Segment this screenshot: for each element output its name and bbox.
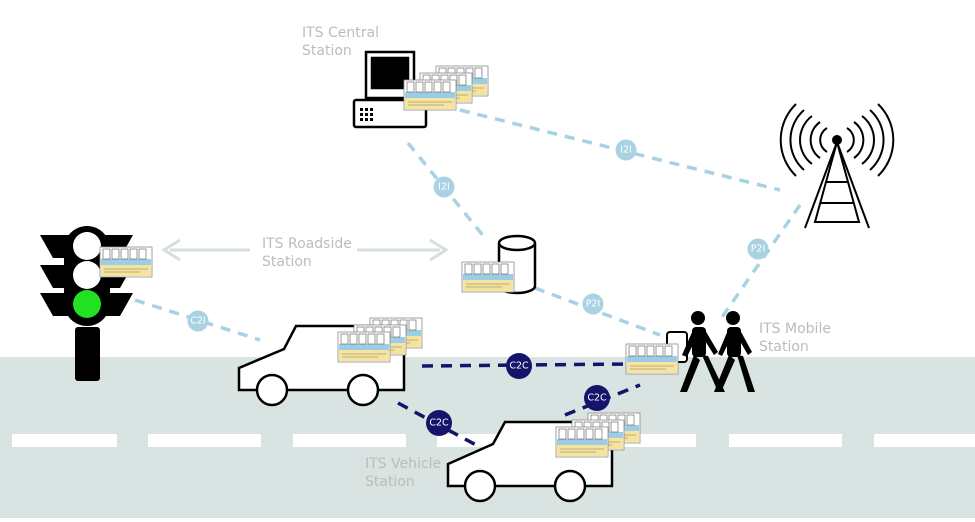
svg-text:C2C: C2C [429,418,449,429]
badge-roadside-mobile: P2I [582,293,604,315]
badge-tower-mobile: P2I [747,238,769,260]
badge-central-tower: I2I [615,139,637,161]
its-module-icon [338,318,422,362]
badge-trafficlight-car: C2I [187,310,209,332]
badge-car-mobile: C2C [506,353,532,379]
dark-badges: C2C C2C C2C [426,353,610,436]
badge-central-roadside: I2I [433,176,455,198]
traffic-light-icon [40,226,133,381]
badge-car2-mobile: C2C [584,385,610,411]
its-module-icon [461,261,515,293]
svg-text:C2I: C2I [190,316,205,327]
its-module-icon [625,343,679,375]
badge-car-car: C2C [426,410,452,436]
roadside-arrows [161,238,449,262]
its-module-icon [99,246,153,278]
light-badges: I2I I2I P2I P2I C2I [187,139,769,332]
svg-text:C2C: C2C [509,361,529,372]
radio-tower-icon [779,103,895,229]
its-module-icon [404,66,488,110]
svg-text:I2I: I2I [438,182,450,193]
link-roadside-mobile [534,286,661,337]
svg-text:P2I: P2I [751,244,766,255]
link-trafficlight-car [134,298,261,342]
svg-text:C2C: C2C [587,393,607,404]
svg-text:I2I: I2I [620,145,632,156]
link-tower-mobile [718,204,802,321]
light-links [134,108,802,342]
svg-text:P2I: P2I [586,299,601,310]
